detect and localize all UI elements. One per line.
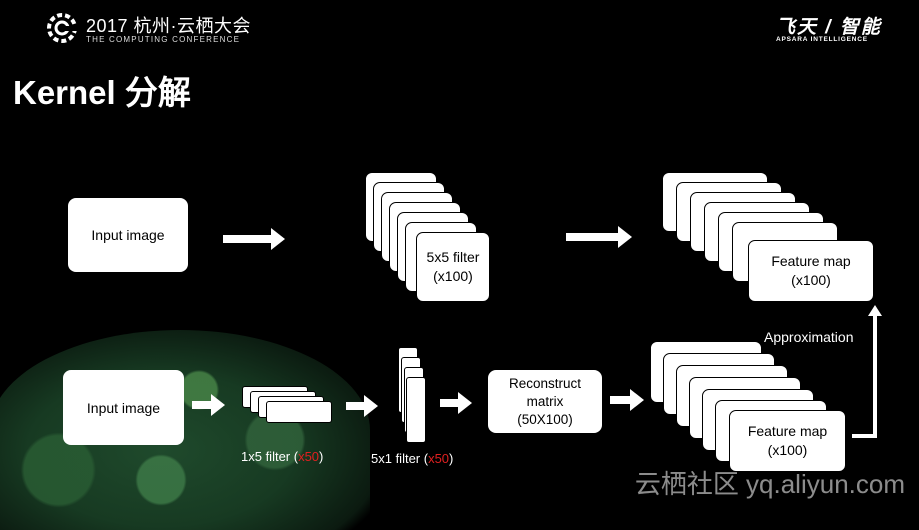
bottom-arrow-3 xyxy=(440,392,472,414)
filter-5x1-count: x50 xyxy=(428,451,450,466)
reconstruct-matrix-box: Reconstruct matrix (50X100) xyxy=(488,370,602,433)
approximation-arrow xyxy=(852,305,882,438)
slide-title: Kernel 分解 xyxy=(13,74,191,111)
top-arrow-1 xyxy=(223,228,285,250)
reconstruct-label-line2: matrix xyxy=(526,393,564,409)
top-feature-label-line2: (x100) xyxy=(791,272,831,288)
tree-background-image xyxy=(0,330,370,530)
filter-1x5-count: x50 xyxy=(298,449,320,464)
approximation-label: Approximation xyxy=(764,329,854,345)
bottom-arrow-2 xyxy=(346,395,378,417)
top-feature-label-line1: Feature map xyxy=(771,253,851,269)
conference-logo-icon xyxy=(47,13,78,43)
filter-card xyxy=(406,377,426,443)
reconstruct-label-line1: Reconstruct xyxy=(508,375,582,391)
top-input-image-box: Input image xyxy=(68,198,188,272)
bottom-arrow-4 xyxy=(610,389,644,411)
bottom-input-image-label: Input image xyxy=(86,399,161,416)
bottom-feature-label-line2: (x100) xyxy=(767,442,808,458)
top-input-image-label: Input image xyxy=(91,227,165,243)
brand-logo-subtitle: APSARA INTELLIGENCE xyxy=(776,36,868,43)
top-arrow-2 xyxy=(566,226,632,248)
bottom-arrow-1 xyxy=(192,394,225,416)
brand-logo-title: 飞天 / 智能 xyxy=(776,17,882,38)
conference-subtitle: THE COMPUTING CONFERENCE xyxy=(86,35,241,44)
conference-title: 2017 杭州·云栖大会 xyxy=(86,16,252,36)
filter-1x5-label: 1x5 filter (x50) xyxy=(241,449,324,464)
filter-5x1-label: 5x1 filter (x50) xyxy=(371,451,454,466)
bottom-input-image-box: Input image xyxy=(63,370,184,445)
bottom-feature-map-front-card: Feature map (x100) xyxy=(729,410,846,472)
watermark: 云栖社区 yq.aliyun.com xyxy=(634,469,905,499)
bottom-feature-label-line1: Feature map xyxy=(747,423,828,439)
top-filter-front-card: 5x5 filter (x100) xyxy=(416,232,490,302)
top-filter-label-line1: 5x5 filter xyxy=(426,249,480,265)
filter-card xyxy=(266,401,332,423)
top-feature-map-front-card: Feature map (x100) xyxy=(748,240,874,302)
reconstruct-label-line3: (50X100) xyxy=(517,411,573,427)
top-filter-label-line2: (x100) xyxy=(433,268,473,284)
